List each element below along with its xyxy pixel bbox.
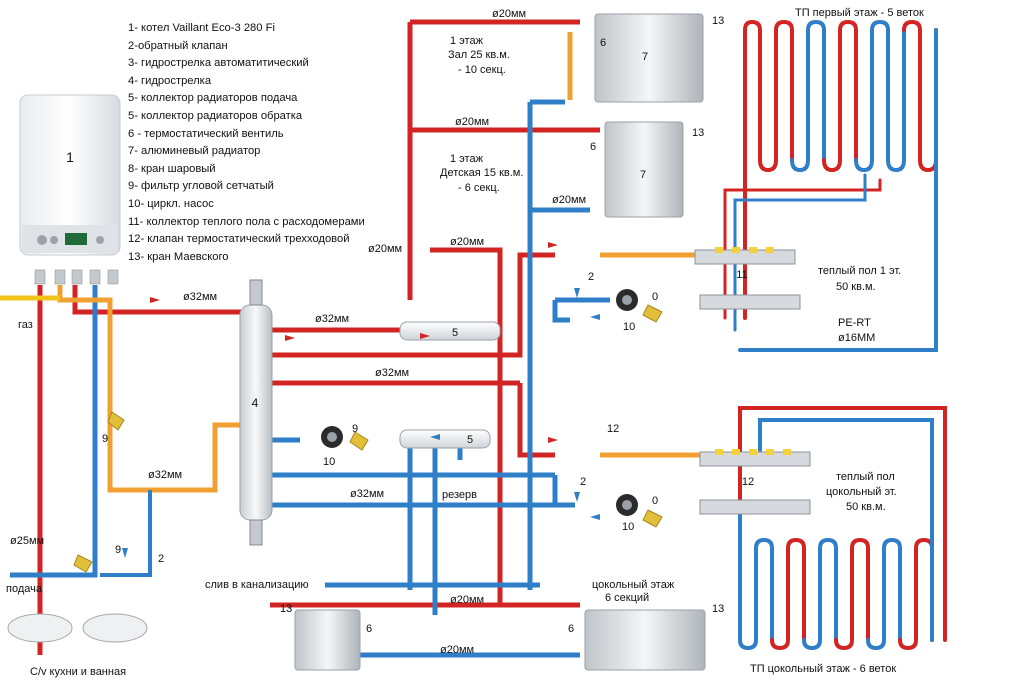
legend-item: 6 - термостатический вентиль xyxy=(128,127,284,140)
component-number: 6 xyxy=(366,623,372,635)
legend-item: 5- коллектор радиаторов обратка xyxy=(128,109,303,122)
ufh-label: теплый пол 1 эт. xyxy=(818,265,901,277)
component-number: 6 xyxy=(600,37,606,49)
component-number: 0 xyxy=(652,495,658,507)
legend-item: 5- коллектор радиаторов подача xyxy=(128,92,298,105)
legend-item: 10- циркл. насос xyxy=(128,197,214,210)
legend-item: 9- фильтр угловой сетчатый xyxy=(128,180,274,193)
pipe-diameter: ø20мм xyxy=(440,644,474,656)
pipe-diameter: ø32мм xyxy=(350,488,384,500)
pipe-diameter: ø20мм xyxy=(450,594,484,606)
pipe-type-label: ø16ММ xyxy=(838,332,875,344)
component-number: 0 xyxy=(652,291,658,303)
room-label: Зал 25 кв.м. xyxy=(448,49,510,61)
reserve-label: резерв xyxy=(442,489,477,501)
ufh-manifold-basement: 12 xyxy=(699,449,811,515)
ufh-manifold-1st: 11 xyxy=(694,247,801,310)
legend-item: 1- котел Vaillant Eco-3 280 Fi xyxy=(128,22,275,34)
legend-item: 3- гидрострелка автоматитический xyxy=(128,57,309,70)
ufh-label: 50 кв.м. xyxy=(836,281,876,293)
gas-label: газ xyxy=(18,319,33,331)
component-number: 7 xyxy=(640,169,646,181)
collector-number: 5 xyxy=(467,434,473,446)
component-number: 9 xyxy=(102,433,108,445)
separator-number: 4 xyxy=(252,396,259,410)
component-number: 2 xyxy=(588,271,594,283)
legend: 1- котел Vaillant Eco-3 280 Fi 2-обратны… xyxy=(128,20,365,266)
boiler: 1 xyxy=(19,94,121,285)
ufh-title: ТП цокольный этаж - 6 веток xyxy=(750,663,896,675)
legend-item: 2-обратный клапан xyxy=(128,39,228,52)
legend-item: 7- алюминевый радиатор xyxy=(128,145,261,158)
pipe-diameter: ø32мм xyxy=(375,367,409,379)
pipe-diameter: ø25мм xyxy=(10,535,44,547)
component-number: 9 xyxy=(115,544,121,556)
ufh-label: 50 кв.м. xyxy=(846,501,886,513)
room-label: 1 этаж xyxy=(450,35,484,47)
pipe-type-label: PE-RT xyxy=(838,317,871,329)
sinks-label: С/v кухни и ванная xyxy=(30,666,126,678)
collector-number: 5 xyxy=(452,327,458,339)
underfloor-loops-basement xyxy=(738,406,947,651)
pipe-diameter: ø32мм xyxy=(315,313,349,325)
room-label: цокольный этаж xyxy=(592,579,675,591)
component-number: 7 xyxy=(642,51,648,63)
legend-item: 11- коллектор теплого пола с расходомера… xyxy=(128,215,365,228)
pipes-dhw xyxy=(0,32,705,493)
boiler-number: 1 xyxy=(66,149,74,165)
pipes-return xyxy=(10,99,610,658)
radiator-collector-supply: 5 xyxy=(399,321,501,341)
component-number: 13 xyxy=(692,127,704,139)
component-number: 10 xyxy=(622,521,634,533)
manifold-number: 11 xyxy=(736,269,747,281)
pipe-diameter: ø20мм xyxy=(368,243,402,255)
component-number: 2 xyxy=(580,476,586,488)
pipe-diameter: ø20мм xyxy=(455,116,489,128)
legend-item: 4- гидрострелка xyxy=(128,74,212,87)
component-number: 12 xyxy=(607,423,619,435)
component-number: 6 xyxy=(590,141,596,153)
pipe-diameter: ø32мм xyxy=(183,291,217,303)
component-number: 13 xyxy=(280,603,292,615)
sinks xyxy=(7,613,148,643)
ufh-label: цокольный эт. xyxy=(826,486,897,498)
component-number: 9 xyxy=(352,423,358,435)
room-label: Детская 15 кв.м. xyxy=(440,167,523,179)
manifold-number: 12 xyxy=(742,476,754,488)
room-label: 1 этаж xyxy=(450,153,484,165)
room-label: - 6 секц. xyxy=(458,182,500,194)
component-number: 13 xyxy=(712,15,724,27)
room-label: 6 секций xyxy=(605,592,649,604)
legend-item: 12- клапан термостатический трехходовой xyxy=(128,233,350,246)
legend-item: 8- кран шаровый xyxy=(128,162,216,175)
radiator-collector-return: 5 xyxy=(399,429,491,449)
legend-item: 13- кран Маевского xyxy=(128,250,229,263)
pipe-diameter: ø32мм xyxy=(148,469,182,481)
hydraulic-separator: 4 xyxy=(239,279,273,546)
supply-label: подача xyxy=(6,583,43,595)
component-number: 10 xyxy=(323,456,335,468)
room-label: - 10 секц. xyxy=(458,64,506,76)
filters xyxy=(73,304,663,573)
component-number: 6 xyxy=(568,623,574,635)
arrows-return xyxy=(122,288,600,558)
labels: газ подача С/v кухни и ванная слив в кан… xyxy=(6,7,924,678)
component-number: 10 xyxy=(623,321,635,333)
pipe-diameter: ø20мм xyxy=(450,236,484,248)
drain-label: слив в канализацию xyxy=(205,579,309,591)
pipe-diameter: ø20мм xyxy=(552,194,586,206)
pipe-diameter: ø20мм xyxy=(492,8,526,20)
component-number: 2 xyxy=(158,553,164,565)
component-number: 13 xyxy=(712,603,724,615)
radiators xyxy=(294,13,706,671)
ufh-label: теплый пол xyxy=(836,471,895,483)
ufh-title: ТП первый этаж - 5 веток xyxy=(795,7,924,19)
arrows xyxy=(150,242,558,443)
pipes-cold xyxy=(100,490,152,577)
pipes-supply xyxy=(37,19,600,655)
pumps xyxy=(321,289,638,516)
